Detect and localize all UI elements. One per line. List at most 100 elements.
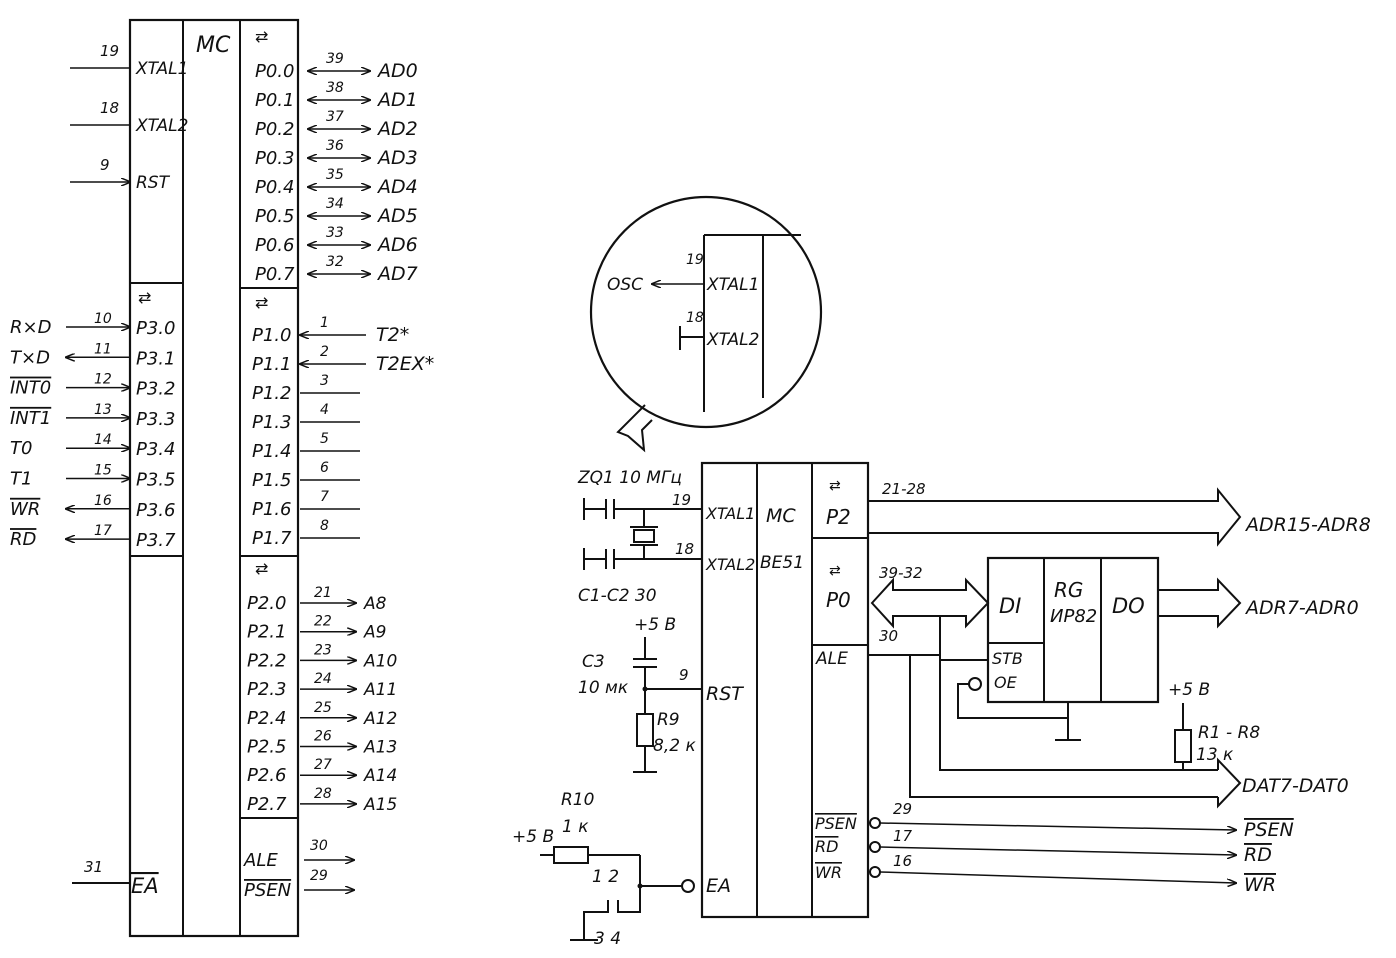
- p0-pin-name: P0.3: [255, 148, 294, 169]
- chip-b-xtal2: XTAL2: [705, 555, 755, 574]
- p0-pin-name: P0.4: [255, 177, 294, 198]
- r10-value: 1 к: [562, 817, 589, 837]
- p1-pin-name: P1.6: [252, 499, 291, 520]
- p2-pin-name: P2.4: [247, 708, 286, 729]
- latch-type: ИР82: [1050, 606, 1097, 627]
- ea-inversion-bubble: [681, 879, 695, 893]
- p3-signal: T×D: [10, 347, 50, 368]
- p3-pin-name: P3.6: [136, 500, 175, 521]
- chip-b-xtal1: XTAL1: [705, 504, 755, 523]
- chip-b-p2: P2: [826, 505, 851, 529]
- p1-pin-number: 8: [320, 518, 329, 534]
- inset-pointer: [616, 404, 653, 453]
- p2-pin-name: P2.6: [247, 765, 286, 786]
- r9-symbol: [636, 713, 654, 747]
- bidir-glyph: ⇄: [138, 288, 151, 307]
- inset-circle: [589, 195, 823, 429]
- p0-pin-name: P0.1: [255, 90, 294, 111]
- wr-number: 16: [893, 852, 912, 870]
- latch-vcc: +5 В: [1168, 680, 1210, 700]
- reset-circuit: +5 В C3 10 мк R9 8,2 к: [578, 615, 702, 773]
- p0-pin-number: 33: [326, 225, 344, 241]
- left-pin-name: XTAL2: [135, 116, 188, 136]
- p2-pin-number: 28: [314, 786, 332, 802]
- rd-label: RD: [1244, 844, 1272, 866]
- p0-pin-number: 37: [326, 109, 344, 125]
- p1-pin-name: P1.5: [252, 470, 291, 491]
- p0-pin-number: 34: [326, 196, 344, 212]
- p3-signal: INT0: [10, 378, 51, 399]
- p2-signal: A12: [363, 709, 397, 729]
- mcu-pinout-chip: ⇄ ⇄ ⇄ ⇄ MC EA 31 XTAL119XTAL218RST9P3.01…: [10, 18, 434, 938]
- ea-pin-label: EA: [131, 874, 159, 898]
- rd-wire: [879, 846, 1236, 855]
- wr-label: WR: [1244, 874, 1276, 896]
- p2-signal: A8: [363, 594, 387, 614]
- bidir-glyph: ⇄: [829, 478, 841, 494]
- p2-signal: A10: [363, 651, 397, 671]
- c3-label: C3: [582, 652, 605, 672]
- rd-number: 17: [893, 827, 913, 845]
- p3-pin-number: 12: [94, 372, 112, 388]
- p1-pin-number: 4: [320, 402, 329, 418]
- p0-bus: [870, 577, 990, 629]
- adr-high-label: ADR15-ADR8: [1244, 514, 1371, 536]
- latch-oe: OE: [994, 673, 1018, 692]
- ale-number: 30: [879, 627, 898, 645]
- osc-label: OSC: [607, 275, 643, 295]
- inset-xtal2-label: XTAL2: [706, 330, 759, 350]
- p2-signal: A13: [363, 738, 397, 758]
- p2-signal: A15: [363, 795, 397, 815]
- p3-pin-name: P3.4: [136, 439, 175, 460]
- ea-circuit: R10 1 к +5 В 1 2 3 4: [512, 790, 695, 949]
- chip-b-rd: RD: [815, 837, 838, 856]
- chip-a-pins: XTAL119XTAL218RST9P3.010R×DP3.111T×DP3.2…: [10, 42, 434, 901]
- p1-pin-name: P1.1: [252, 354, 291, 375]
- left-pin-number: 9: [100, 156, 110, 174]
- p0-signal: AD6: [376, 234, 418, 256]
- p0-signal: AD0: [376, 60, 418, 82]
- p3-pin-name: P3.1: [136, 348, 175, 369]
- rst-number: 9: [679, 666, 689, 684]
- p0-pin-number: 35: [326, 167, 344, 183]
- r10-label: R10: [561, 790, 594, 810]
- ea-pin-number: 31: [84, 858, 103, 876]
- p0-pin-number: 32: [326, 254, 344, 270]
- oscillator-inset: OSC 19 XTAL1 18 XTAL2: [589, 195, 823, 453]
- p1-pin-number: 3: [320, 373, 329, 389]
- data-bus: [1217, 757, 1242, 809]
- latch-outline: [986, 556, 1160, 704]
- data-bus-label: DAT7-DAT0: [1242, 775, 1349, 797]
- latch-rg: RG: [1054, 578, 1083, 602]
- inset-xtal1-number: 19: [686, 252, 704, 268]
- p3-signal: WR: [10, 499, 40, 520]
- p0-signal: AD1: [376, 89, 418, 111]
- p3-pin-number: 11: [94, 341, 112, 357]
- oscillator-circuit: ZQ1 10 МГц C1-C2 30: [577, 468, 702, 606]
- p3-pin-name: P3.2: [136, 379, 175, 400]
- p0-signal: AD7: [376, 263, 418, 285]
- adr-low-bus: [1158, 577, 1242, 629]
- p3-pin-number: 10: [94, 311, 112, 327]
- left-pin-name: XTAL1: [135, 59, 188, 79]
- mcu-application-chip: ⇄ ⇄ MC BE51 XTAL1 XTAL2 RST EA P2 P0 ALE…: [672, 461, 926, 919]
- ctrl-pin-number: 30: [310, 838, 328, 854]
- r9-label: R9: [657, 710, 680, 730]
- caps-label: C1-C2 30: [578, 586, 657, 606]
- latch-do: DO: [1112, 594, 1145, 618]
- p2-pin-name: P2.3: [247, 679, 286, 700]
- p2-pin-name: P2.2: [247, 650, 286, 671]
- p2-pin-number: 21: [314, 585, 332, 601]
- p2-signal: A9: [363, 623, 386, 643]
- p1-pin-number: 7: [320, 489, 329, 505]
- p3-pin-number: 15: [94, 463, 112, 479]
- pullup-resistor: [1174, 729, 1192, 763]
- r10-supply: +5 В: [512, 827, 554, 847]
- p3-pin-name: P3.5: [136, 470, 175, 491]
- p3-signal: R×D: [10, 317, 51, 338]
- p0-signal: AD5: [376, 205, 418, 227]
- wr-wire: [879, 871, 1236, 883]
- p1-pin-number: 2: [320, 344, 329, 360]
- adr-low-label: ADR7-ADR0: [1244, 597, 1359, 619]
- p0-pin-number: 36: [326, 138, 344, 154]
